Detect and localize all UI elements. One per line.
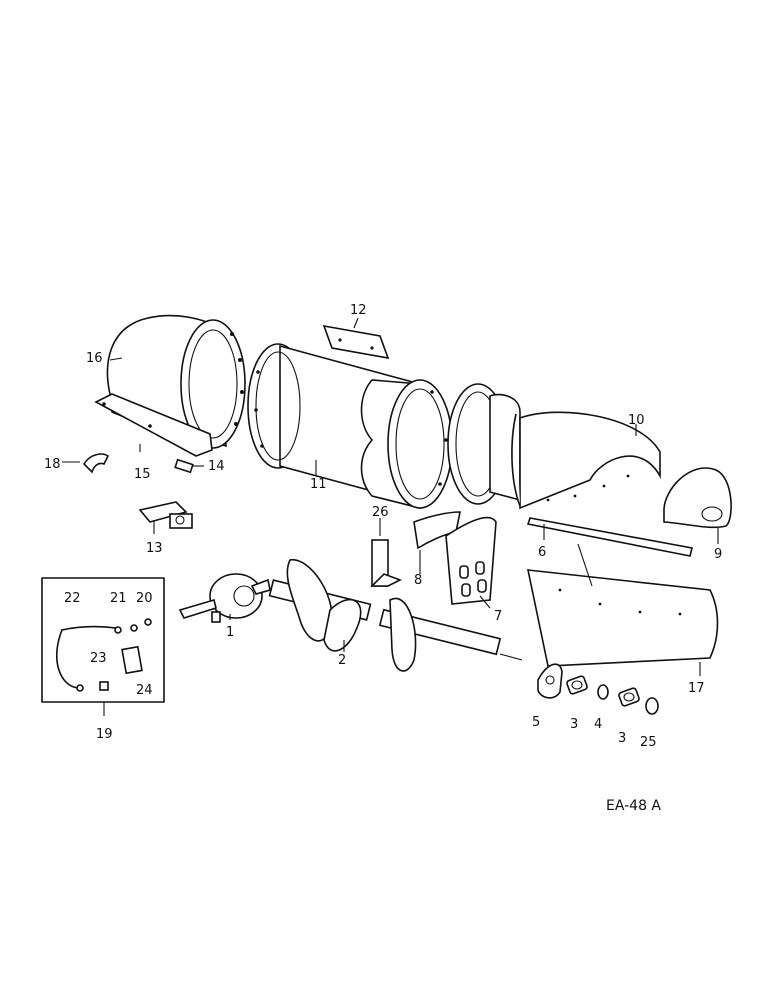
callout-18: 18 — [44, 457, 61, 472]
part-5-flange — [537, 663, 563, 699]
part-10-half-tube — [447, 383, 661, 510]
callout-5: 5 — [532, 715, 540, 730]
callout-3b: 3 — [618, 731, 626, 746]
callout-22: 22 — [64, 591, 81, 606]
leader-lines — [62, 317, 719, 716]
callout-11: 11 — [310, 477, 327, 492]
part-14-plate — [174, 458, 194, 474]
callout-17: 17 — [688, 681, 705, 696]
callout-6: 6 — [538, 545, 546, 560]
part-18-bracket — [82, 453, 110, 474]
callout-4: 4 — [594, 717, 602, 732]
part-12-shield-plate — [322, 324, 390, 360]
callout-26: 26 — [372, 505, 389, 520]
callout-24: 24 — [136, 683, 153, 698]
callout-10: 10 — [628, 413, 645, 428]
part-3-bearing-flange-a — [566, 675, 588, 695]
callout-19: 19 — [96, 727, 113, 742]
callout-25: 25 — [640, 735, 657, 750]
callout-2: 2 — [338, 653, 346, 668]
callout-8: 8 — [414, 573, 422, 588]
callout-21: 21 — [110, 591, 127, 606]
callout-16: 16 — [86, 351, 103, 366]
callout-9: 9 — [714, 547, 722, 562]
part-9-end-cap — [663, 467, 732, 529]
part-6-strip — [526, 517, 693, 557]
callout-15: 15 — [134, 467, 151, 482]
part-13-mount-bracket — [138, 501, 193, 529]
callout-23: 23 — [90, 651, 107, 666]
callout-14: 14 — [208, 459, 225, 474]
callout-labels: 16 12 15 18 14 13 11 10 9 6 26 8 7 17 1 … — [44, 303, 722, 750]
part-25-collar — [645, 697, 659, 715]
part-3-bearing-flange-b — [618, 687, 640, 707]
callout-7: 7 — [494, 609, 502, 624]
part-19-kit-box — [41, 577, 165, 703]
callout-13: 13 — [146, 541, 163, 556]
part-11-tube — [247, 343, 453, 510]
callout-1: 1 — [226, 625, 234, 640]
part-7-liner-plate — [445, 516, 497, 605]
part-1-drive-bearing — [178, 573, 271, 623]
part-2-auger — [268, 559, 523, 672]
callout-3a: 3 — [570, 717, 578, 732]
part-17-trough — [526, 543, 719, 667]
part-26-bracket — [370, 539, 402, 587]
drawing-code: EA-48 A — [606, 798, 661, 814]
callout-12: 12 — [350, 303, 367, 318]
callout-20: 20 — [136, 591, 153, 606]
part-4-bearing — [597, 684, 609, 700]
part-16-elbow-housing — [94, 314, 246, 457]
